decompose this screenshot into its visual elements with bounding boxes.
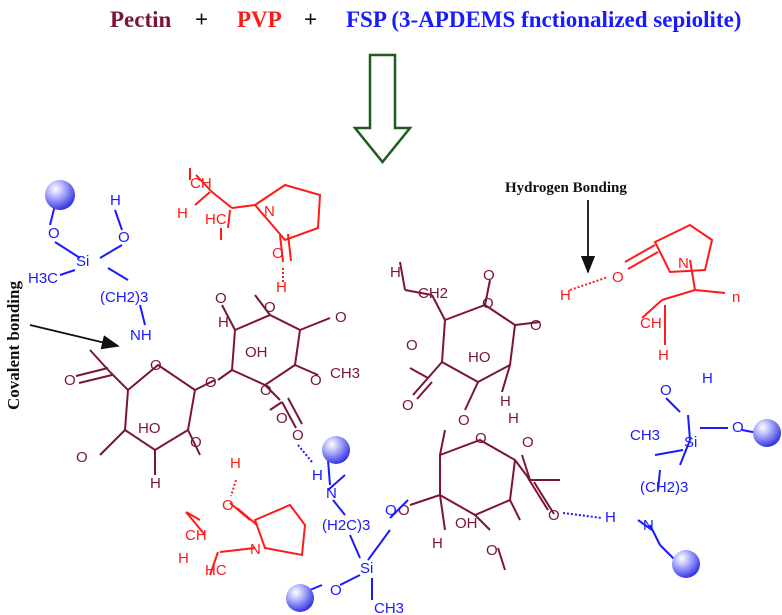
amine-nitrogen: N (643, 517, 654, 534)
hydrogen-atom: H (230, 455, 241, 472)
carbonyl-oxygen: O (548, 507, 560, 524)
hydrogen-atom: H (276, 279, 287, 296)
ring-oxygen: O (406, 337, 418, 354)
sepiolite-particle (322, 436, 350, 464)
pvp-carbonyl-oxygen: O (272, 245, 284, 262)
pvp-nitrogen: N (250, 541, 261, 558)
repeat-index: n (732, 289, 740, 306)
sepiolite-particle (672, 550, 700, 578)
carboxyl-oxygen: O (522, 434, 534, 451)
hydroxyl-group: OH (245, 344, 268, 361)
hydrogen-atom: H (658, 347, 669, 364)
methyl-group: H3C (28, 270, 58, 287)
hydrogen-atom: H (390, 264, 401, 281)
ring-oxygen: O (475, 430, 487, 447)
hydrogen-atom: H (177, 205, 188, 222)
pvp-carbonyl-oxygen: O (612, 269, 624, 286)
pvp-label: PVP (237, 7, 282, 32)
covalent-bonding-arrow (29, 324, 120, 350)
methoxy-oxygen: O (486, 542, 498, 559)
propyl-linker: (H2C)3 (322, 517, 370, 534)
propyl-linker: (CH2)3 (100, 289, 148, 306)
hydrogen-bonds-pvp (230, 268, 609, 497)
silicon-atom: Si (360, 560, 373, 577)
ester-carbon-oxygen: O (260, 382, 272, 399)
hydroxyl-group: HO (138, 420, 161, 437)
fsp-label: FSP (3-APDEMS fnctionalized sepiolite) (346, 7, 741, 32)
reactants-title: Pectin + PVP + FSP (3-APDEMS fnctionaliz… (110, 7, 741, 32)
pvp-carbonyl-oxygen: O (222, 497, 234, 514)
ring-oxygen: O (264, 299, 276, 316)
fsp-oxygen: O (385, 502, 397, 519)
hydrogen-bonding-label: Hydrogen Bonding (505, 180, 627, 196)
sepiolite-particle (45, 180, 75, 210)
methoxy-oxygen: O (483, 267, 495, 284)
hydroxyl-group: HO (468, 349, 491, 366)
hydroxyl-oxygen: O (215, 290, 227, 307)
glycosidic-oxygen: O (458, 412, 470, 429)
carboxyl-hydrogen: H (508, 410, 519, 427)
fsp-hydrogen: H (702, 370, 713, 387)
pvp-methine: CH (640, 315, 662, 332)
hydrogen-atom: H (560, 287, 571, 304)
pectin-label: Pectin (110, 7, 172, 32)
carbonyl-oxygen: O (292, 427, 304, 444)
amine-group: NH (130, 327, 152, 344)
fsp-hydrogen: H (605, 509, 616, 526)
fsp-hydrogen: H (110, 192, 121, 209)
fsp-oxygen: O (330, 582, 342, 599)
pvp-methine: CH (190, 175, 212, 192)
hydrogen-atom: H (178, 550, 189, 567)
hydroxyl-oxygen: O (530, 317, 542, 334)
glycosidic-oxygen: O (76, 449, 88, 466)
methoxy-oxygen: O (335, 309, 347, 326)
pvp-methine: CH (185, 527, 207, 544)
fsp-oxygen: O (118, 229, 130, 246)
ester-oxygen: O (310, 372, 322, 389)
pvp-nitrogen: N (678, 255, 689, 272)
fsp-oxygen: O (660, 382, 672, 399)
plus-sign: + (195, 7, 208, 32)
methyl-group: CH3 (330, 365, 360, 382)
glycosidic-oxygen: O (398, 502, 410, 519)
amine-nitrogen: N (326, 485, 337, 502)
methylene-group: CH2 (418, 285, 448, 302)
pvp-methine: HC (205, 211, 227, 228)
methyl-group: CH3 (630, 427, 660, 444)
hydroxyl-oxygen: O (190, 434, 202, 451)
carbonyl-oxygen: O (64, 372, 76, 389)
silicon-atom: Si (76, 253, 89, 270)
fsp-oxygen: O (732, 419, 744, 436)
hydrogen-atom: H (432, 535, 443, 552)
glycosidic-oxygen: O (205, 374, 217, 391)
silicon-atom: Si (684, 434, 697, 451)
pvp-methine: HC (205, 562, 227, 579)
sepiolite-particles (45, 180, 781, 612)
methyl-group: CH3 (374, 600, 404, 615)
ring-oxygen: O (150, 357, 162, 374)
hydrogen-atom: H (150, 475, 161, 492)
hydrogen-atom: H (218, 314, 229, 331)
pectin-backbone (75, 261, 560, 571)
ester-carbon: O (276, 410, 288, 427)
sepiolite-particle (753, 419, 781, 447)
hydroxyl-group: OH (455, 515, 478, 532)
pvp-chains (185, 168, 726, 576)
carbonyl-oxygen: O (402, 397, 414, 414)
sepiolite-particle (286, 584, 314, 612)
pvp-nitrogen: N (264, 203, 275, 220)
plus-sign: + (304, 7, 317, 32)
fsp-oxygen: O (48, 225, 60, 242)
fsp-hydrogen: H (312, 467, 323, 484)
reaction-arrow (352, 53, 413, 164)
hydrogen-atom: H (500, 393, 511, 410)
ring-oxygen: O (482, 295, 494, 312)
covalent-bonding-label: Covalent bonding (4, 281, 23, 410)
propyl-linker: (CH2)3 (640, 479, 688, 496)
hydrogen-bonds-fsp (297, 444, 603, 519)
